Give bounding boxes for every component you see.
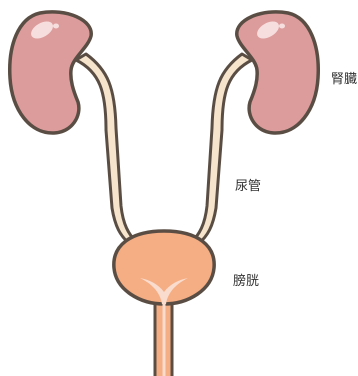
kidney-label: 腎臓 bbox=[331, 73, 357, 86]
right-kidney-highlight-dot bbox=[279, 24, 285, 29]
ureter-label: 尿管 bbox=[235, 180, 261, 193]
left-ureter bbox=[76, 54, 138, 244]
bladder-label: 膀胱 bbox=[233, 275, 259, 288]
left-kidney-highlight-dot bbox=[53, 24, 59, 29]
right-ureter bbox=[190, 54, 252, 244]
